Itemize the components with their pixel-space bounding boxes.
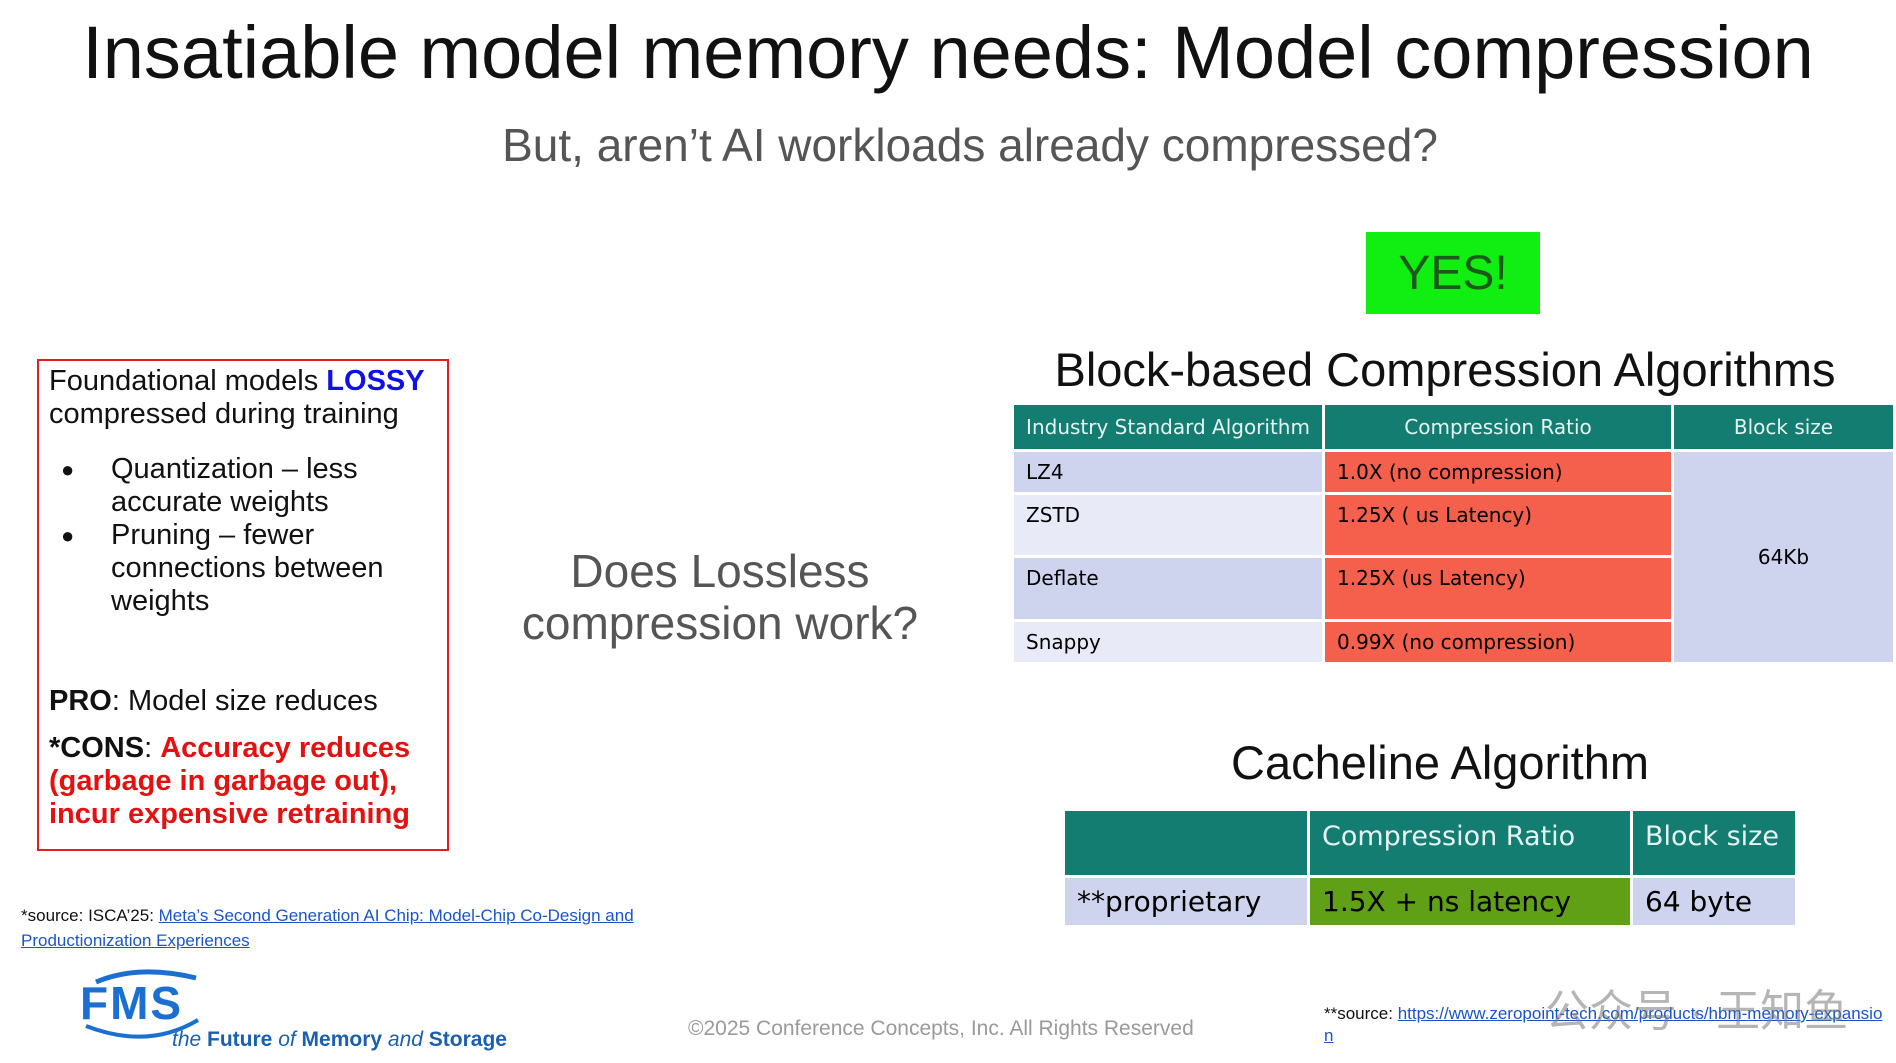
slide-title: Insatiable model memory needs: Model com… bbox=[82, 11, 1814, 94]
table-row: Snappy 0.99X (no compression) bbox=[1014, 622, 1893, 662]
logo-tagline: the Future of Memory and Storage bbox=[172, 1028, 507, 1051]
table-row: ZSTD 1.25X ( us Latency) bbox=[1014, 495, 1893, 555]
cons-label: *CONS bbox=[49, 732, 145, 764]
header-empty bbox=[1065, 811, 1307, 875]
ratio-cell: 0.99X (no compression) bbox=[1325, 622, 1671, 662]
algorithm-cell: Deflate bbox=[1014, 558, 1323, 619]
logo-wordmark: FMS bbox=[80, 977, 184, 1029]
lossy-bullet-list: Quantization – less accurate weights Pru… bbox=[49, 453, 437, 618]
lossy-intro: Foundational models LOSSY compressed dur… bbox=[49, 365, 437, 431]
table-row: LZ4 1.0X (no compression) 64Kb bbox=[1014, 452, 1893, 662]
cacheline-section-title: Cacheline Algorithm bbox=[1231, 736, 1649, 789]
header-compression-ratio: Compression Ratio bbox=[1310, 811, 1630, 875]
ratio-cell: 1.0X (no compression) bbox=[1325, 452, 1671, 492]
isca-paper-link[interactable]: Meta’s Second Generation AI Chip: Model-… bbox=[21, 906, 634, 950]
bullet-quantization: Quantization – less accurate weights bbox=[61, 453, 437, 519]
source-note-isca: *source: ISCA’25: Meta’s Second Generati… bbox=[21, 903, 661, 953]
block-section-title: Block-based Compression Algorithms bbox=[1054, 343, 1836, 396]
block-size-cell: 64Kb bbox=[1674, 452, 1893, 662]
source-prefix: **source: bbox=[1324, 1004, 1398, 1023]
header-block-size: Block size bbox=[1633, 811, 1795, 875]
table-header-row: Industry Standard Algorithm Compression … bbox=[1014, 405, 1893, 449]
source-prefix: *source: ISCA’25: bbox=[21, 906, 159, 925]
cons-text: Accuracy reduces (garbage in garbage out… bbox=[49, 732, 411, 830]
table-row: **proprietary 1.5X + ns latency 64 byte bbox=[1065, 878, 1795, 925]
header-algorithm: Industry Standard Algorithm bbox=[1014, 405, 1323, 449]
pro-line: PRO: Model size reduces bbox=[49, 685, 437, 718]
copyright-notice: ©2025 Conference Concepts, Inc. All Righ… bbox=[688, 1017, 1194, 1040]
cacheline-table: Compression Ratio Block size **proprieta… bbox=[1062, 808, 1798, 928]
slide-subtitle: But, aren’t AI workloads already compres… bbox=[502, 119, 1438, 171]
lossy-compression-box: Foundational models LOSSY compressed dur… bbox=[37, 359, 449, 851]
ratio-cell: 1.25X (us Latency) bbox=[1325, 558, 1671, 619]
block-compression-table: Industry Standard Algorithm Compression … bbox=[1011, 402, 1896, 665]
yes-badge: YES! bbox=[1366, 232, 1540, 314]
lossy-intro-post: compressed during training bbox=[49, 398, 399, 430]
watermark: 公众号 · 王知鱼 bbox=[1545, 987, 1849, 1036]
table-row: Deflate 1.25X (us Latency) bbox=[1014, 558, 1893, 619]
fms-logo-icon bbox=[85, 969, 200, 1039]
algorithm-cell: LZ4 bbox=[1014, 452, 1323, 492]
algorithm-cell: Snappy bbox=[1014, 622, 1323, 662]
pro-label: PRO bbox=[49, 685, 112, 717]
algorithm-cell: ZSTD bbox=[1014, 495, 1323, 555]
fms-logo: FMS the Future of Memory and Storage bbox=[78, 968, 507, 1058]
ratio-cell: 1.25X ( us Latency) bbox=[1325, 495, 1671, 555]
header-block-size: Block size bbox=[1674, 405, 1893, 449]
header-compression-ratio: Compression Ratio bbox=[1325, 405, 1671, 449]
cons-line: *CONS: Accuracy reduces (garbage in garb… bbox=[49, 732, 437, 831]
table-header-row: Compression Ratio Block size bbox=[1065, 811, 1795, 875]
lossy-intro-pre: Foundational models bbox=[49, 365, 327, 397]
zeropoint-link[interactable]: https://www.zeropoint-tech.com/products/… bbox=[1324, 1004, 1883, 1045]
block-size-cell: 64 byte bbox=[1633, 878, 1795, 925]
source-note-zeropoint: **source: https://www.zeropoint-tech.com… bbox=[1324, 1003, 1884, 1047]
bullet-pruning: Pruning – fewer connections between weig… bbox=[61, 519, 437, 618]
ratio-cell: 1.5X + ns latency bbox=[1310, 878, 1630, 925]
lossy-keyword: LOSSY bbox=[326, 365, 425, 397]
lossless-question: Does Lossless compression work? bbox=[521, 545, 919, 649]
algorithm-cell: **proprietary bbox=[1065, 878, 1307, 925]
pro-text: : Model size reduces bbox=[111, 685, 378, 717]
cons-colon: : bbox=[144, 732, 161, 764]
